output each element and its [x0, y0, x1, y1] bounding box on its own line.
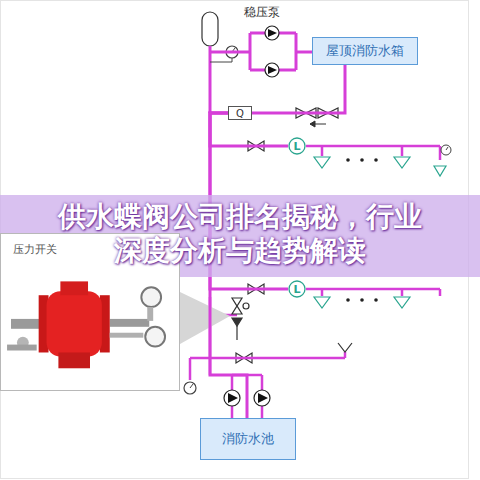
circle-outline [289, 281, 305, 297]
pump-symbol [268, 29, 277, 37]
alarm-valve-symbol [243, 303, 249, 309]
sprinkler-head [314, 297, 330, 308]
branch-pipe [189, 358, 192, 380]
pointer-triangle [180, 292, 230, 344]
pipe-connector [252, 65, 345, 113]
end-gauge [441, 145, 451, 155]
pressure-gauge [210, 46, 238, 62]
ellipsis-dots [346, 298, 350, 302]
node-text: 压力开关 [13, 242, 57, 257]
pump-symbol [268, 66, 277, 74]
sprinkler-head [314, 157, 330, 168]
stabilizing-pump-group [210, 51, 250, 54]
fire-pump-symbol [228, 393, 238, 403]
node-text: 消防水池 [222, 430, 274, 448]
end-gauge [184, 382, 196, 394]
valve-photo-part [110, 319, 149, 327]
fire-pump-symbol [254, 390, 270, 406]
valve-photo-part [110, 333, 144, 338]
check-arrow [310, 121, 326, 127]
y-fitting [338, 343, 352, 352]
branch-pipe [190, 146, 440, 418]
node-text: L [293, 140, 300, 153]
title-text: 供水蝶阀公司排名揭秘，行业 深度分析与趋势解读 [54, 200, 426, 268]
branch-pipe [401, 146, 404, 156]
sprinkler-head [394, 297, 410, 308]
flow-indicator-circle: L [288, 137, 306, 155]
valve-photo-part [7, 345, 37, 351]
check-arrow [310, 121, 315, 127]
valve-photo-part [147, 307, 153, 321]
flow-indicator-circle: L [288, 280, 306, 298]
pump-symbol [265, 26, 279, 77]
stabilizing-pump-group [210, 33, 312, 70]
sprinkler-head [394, 157, 410, 168]
node-text: 屋顶消防水箱 [326, 42, 404, 60]
alarm-valve-symbol [236, 326, 237, 340]
y-fitting [338, 343, 352, 352]
branch-pipe [190, 357, 345, 360]
pressure-tank [209, 46, 212, 113]
branch-pipe [321, 146, 324, 156]
valve-photo-part [141, 287, 161, 307]
valve-photo-part [47, 291, 102, 356]
pump-symbol [265, 26, 279, 40]
node-text: L [293, 283, 300, 296]
alarm-valve-symbol [232, 298, 242, 306]
flow-meter-box: Q [228, 106, 252, 120]
branch-pipe [439, 289, 442, 296]
ellipsis-dots [360, 158, 364, 162]
ellipsis-dots [346, 158, 350, 162]
fire-pump-symbol [258, 393, 268, 403]
fire-pump-symbol [224, 390, 240, 406]
branch-pipe [401, 289, 404, 296]
stabilizing-pump-group [249, 33, 252, 70]
alarm-valve-symbol [232, 318, 242, 326]
alarm-valve-symbol [232, 306, 242, 314]
pump-symbol [265, 63, 279, 77]
pressure-gauge [210, 62, 232, 63]
stabilizing-pump-group [296, 51, 312, 54]
valve-photo-part [60, 281, 88, 295]
pressure-tank [202, 12, 218, 46]
node-text: Q [236, 108, 244, 119]
part-label: 稳压泵 [244, 4, 280, 21]
branch-pipe [321, 289, 324, 296]
alarm-valve-symbol [232, 298, 249, 340]
end-gauge [190, 384, 193, 388]
ellipsis-dots [374, 158, 378, 162]
ellipsis-dots [360, 298, 364, 302]
ellipsis-dots [374, 298, 378, 302]
branch-pipe [306, 288, 440, 291]
water-tank-box: 屋顶消防水箱 [312, 37, 418, 65]
sprinkler-head [434, 166, 446, 176]
pipe-line [252, 65, 345, 113]
water-pool-box: 消防水池 [200, 418, 296, 460]
valve-photo-part [11, 319, 41, 329]
pointer-triangle [180, 292, 230, 344]
valve-photo-part [58, 352, 90, 368]
valve-photo-part [145, 327, 165, 347]
circle-outline [289, 138, 305, 154]
branch-pipe [306, 145, 440, 148]
end-gauge [446, 147, 448, 150]
